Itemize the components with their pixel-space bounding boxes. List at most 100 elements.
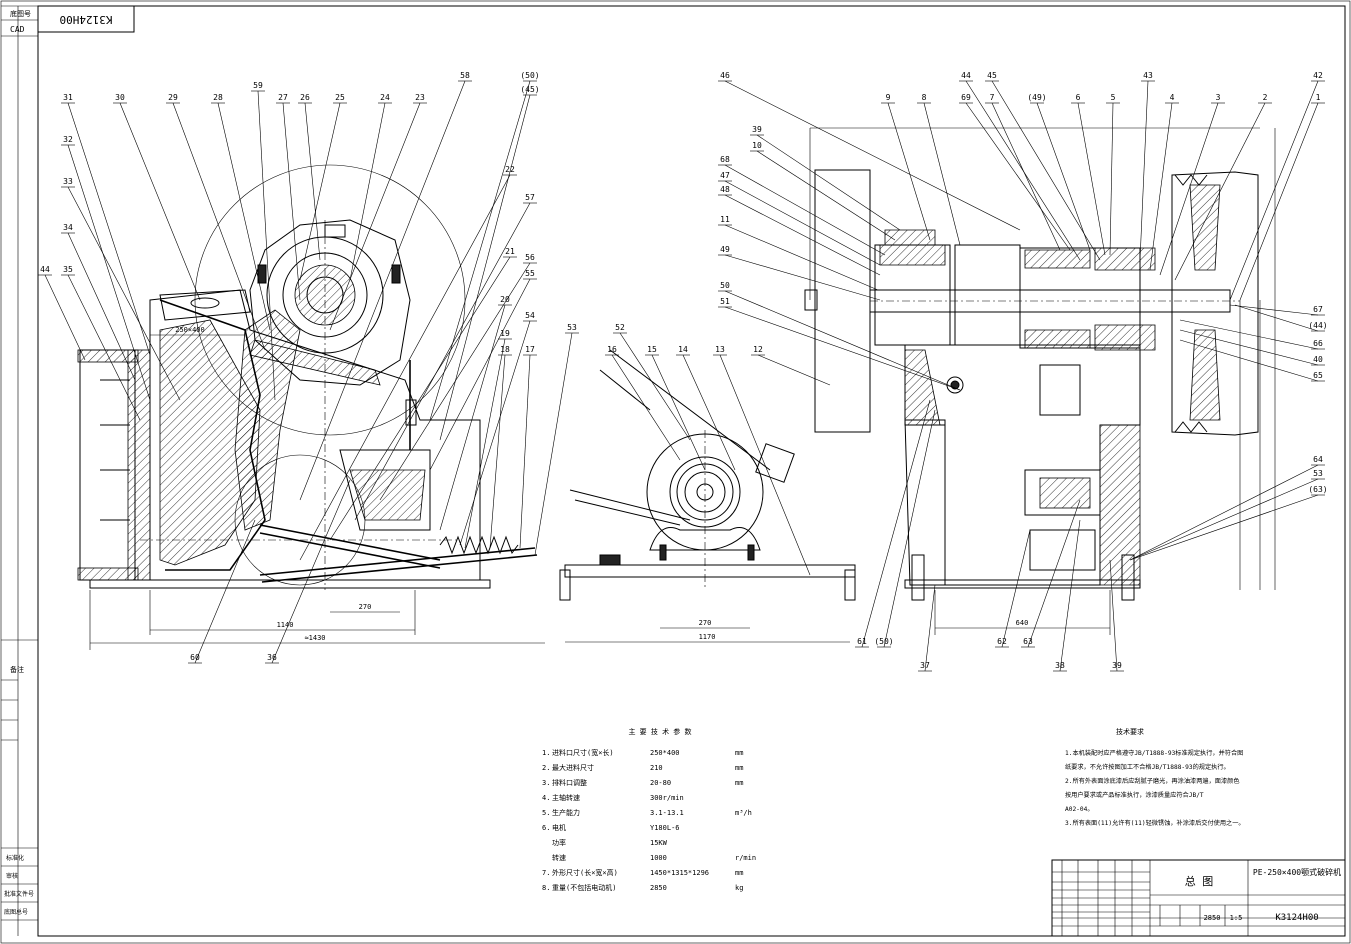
- dim-1430: ≈1430: [304, 634, 325, 642]
- front-view-dimensions: 250×400 270 1140 ≈1430: [89, 326, 545, 650]
- balloon-side-label-9: 51: [720, 297, 730, 306]
- balloon-front-label-14: 33: [63, 177, 73, 186]
- note-line-4: A02-04。: [1065, 806, 1094, 813]
- balloon-side-label-14: (49): [1027, 93, 1046, 102]
- spec-table-title: 主 要 技 术 参 数: [628, 727, 691, 736]
- front-view-jaw-crusher: [77, 164, 538, 590]
- dim-270-front: 270: [359, 603, 372, 611]
- balloon-front-leader-29: [194, 519, 256, 664]
- note-line-0: 1.本机装配时应严格遵守JB/T1888-93标准规定执行，并符合图: [1065, 749, 1243, 757]
- balloon-front-leader-28: [534, 332, 573, 556]
- balloon-front-label-27: 17: [525, 345, 535, 354]
- note-line-1: 纸要求，不允许按图加工不合格JB/T1888-93的规定执行。: [1065, 763, 1230, 771]
- balloon-front-leader-25: [464, 338, 506, 549]
- balloon-side-label-10: 9: [886, 93, 891, 102]
- spec-row-6-name: 功率: [552, 838, 566, 847]
- spec-row-7-value: 1000: [650, 854, 667, 862]
- spec-row-2-value: 20-80: [650, 779, 671, 787]
- balloon-side-label-35: 37: [920, 661, 930, 670]
- balloon-front-label-0: 31: [63, 93, 73, 102]
- balloon-side-label-34: (50): [874, 637, 893, 646]
- balloon-front-leader-26: [489, 354, 506, 549]
- balloon-front-label-34: 14: [678, 345, 688, 354]
- balloon-front-label-35: 13: [715, 345, 725, 354]
- balloon-front-leader-33: [651, 354, 706, 471]
- spec-row-0-no: 1.: [542, 749, 550, 757]
- balloon-side-leader-19: [1139, 80, 1149, 261]
- balloon-side-label-2: 10: [752, 141, 762, 150]
- balloon-side-leader-5: [724, 194, 881, 276]
- balloon-front-leader-30: [271, 479, 351, 664]
- balloon-side-leader-17: [1077, 102, 1106, 256]
- balloon-side-label-39: 39: [1112, 661, 1122, 670]
- balloon-front-label-21: 56: [525, 253, 535, 262]
- balloon-side-label-5: 48: [720, 185, 730, 194]
- balloon-side-label-21: 3: [1216, 93, 1221, 102]
- balloon-front-leader-0: [67, 102, 151, 356]
- balloon-side-leader-8: [724, 290, 961, 391]
- balloon-side-leader-39: [1109, 559, 1118, 672]
- left-label-strip: 底图号 CAD 备注 标准化 审核 批准文件号 底图总号: [1, 5, 38, 936]
- spec-row-7-name: 转速: [552, 853, 566, 862]
- spec-row-5-name: 电机: [552, 823, 566, 832]
- balloon-side-label-20: 4: [1170, 93, 1175, 102]
- spec-row-3-name: 主轴转速: [552, 793, 580, 802]
- spec-row-5-value: Y180L-6: [650, 824, 680, 832]
- balloon-side-leader-26: [1234, 304, 1319, 332]
- balloon-side-leader-21: [1159, 102, 1219, 276]
- balloon-front-leader-19: [354, 202, 531, 521]
- balloon-front-label-6: 26: [300, 93, 310, 102]
- balloon-front-label-18: 22: [505, 165, 515, 174]
- technical-notes: 技术要求 1.本机装配时应严格遵守JB/T1888-93标准规定执行，并符合图 …: [1065, 727, 1245, 827]
- balloon-front-label-12: (45): [520, 85, 539, 94]
- balloon-side-label-1: 39: [752, 125, 762, 134]
- note-line-5: 3.所有表面(11)允许有(11)轻微锈蚀，补涂漆后交付使用之一。: [1065, 819, 1245, 827]
- balloon-front-leader-4: [257, 90, 276, 401]
- balloon-side-label-0: 46: [720, 71, 730, 80]
- balloon-front-label-16: 44: [40, 265, 50, 274]
- balloon-side-leader-2: [756, 150, 896, 241]
- balloon-front-leader-27: [519, 354, 531, 549]
- balloon-front-label-33: 15: [647, 345, 657, 354]
- balloon-side-leader-10: [887, 102, 931, 241]
- balloon-front-label-30: 36: [267, 653, 277, 662]
- balloon-front-leader-18: [299, 174, 511, 561]
- balloon-side-label-33: 61: [857, 637, 867, 646]
- balloon-front-leader-2: [172, 102, 266, 351]
- balloon-front-label-9: 23: [415, 93, 425, 102]
- balloon-side-leader-31: [1129, 478, 1319, 561]
- left-strip-label-review: 审核: [6, 872, 18, 880]
- balloon-side-leader-33: [861, 399, 931, 648]
- dim-270-middle: 270: [699, 619, 712, 627]
- balloon-side-leader-22: [1174, 102, 1266, 281]
- balloon-front-label-11: (50): [520, 71, 539, 80]
- balloon-front-leader-23: [439, 304, 506, 531]
- balloon-front-leader-34: [682, 354, 736, 471]
- balloon-front-label-20: 21: [505, 247, 515, 256]
- balloon-side-leader-28: [1179, 329, 1319, 366]
- balloon-side-label-29: 65: [1313, 371, 1323, 380]
- balloon-side-leader-32: [1129, 494, 1319, 561]
- note-line-2: 2.所有外表面涂底漆后应刮腻子磨光，再涂油漆两遍，面漆颜色: [1065, 777, 1240, 785]
- balloon-front-leader-13: [67, 144, 151, 401]
- left-strip-label-2: CAD: [10, 25, 25, 34]
- balloon-front-leader-35: [719, 354, 811, 576]
- balloon-side-leader-18: [1109, 102, 1114, 256]
- spec-row-1-value: 210: [650, 764, 663, 772]
- balloon-front-leader-31: [619, 332, 691, 441]
- drawing-code-box: K3124H00: [37, 5, 135, 33]
- spec-row-4-value: 3.1-13.1: [650, 809, 684, 817]
- balloon-side-leader-1: [756, 134, 901, 231]
- balloon-side-label-12: 69: [961, 93, 971, 102]
- balloon-front-label-31: 52: [615, 323, 625, 332]
- balloon-front-label-7: 25: [335, 93, 345, 102]
- balloon-side-label-11: 8: [922, 93, 927, 102]
- balloon-front-label-28: 53: [567, 323, 577, 332]
- balloon-front-label-23: 20: [500, 295, 510, 304]
- balloon-side-label-36: 62: [997, 637, 1007, 646]
- balloon-side-leader-29: [1179, 339, 1319, 382]
- left-strip-label-approve: 批准文件号: [4, 890, 34, 898]
- balloon-front-label-17: 35: [63, 265, 73, 274]
